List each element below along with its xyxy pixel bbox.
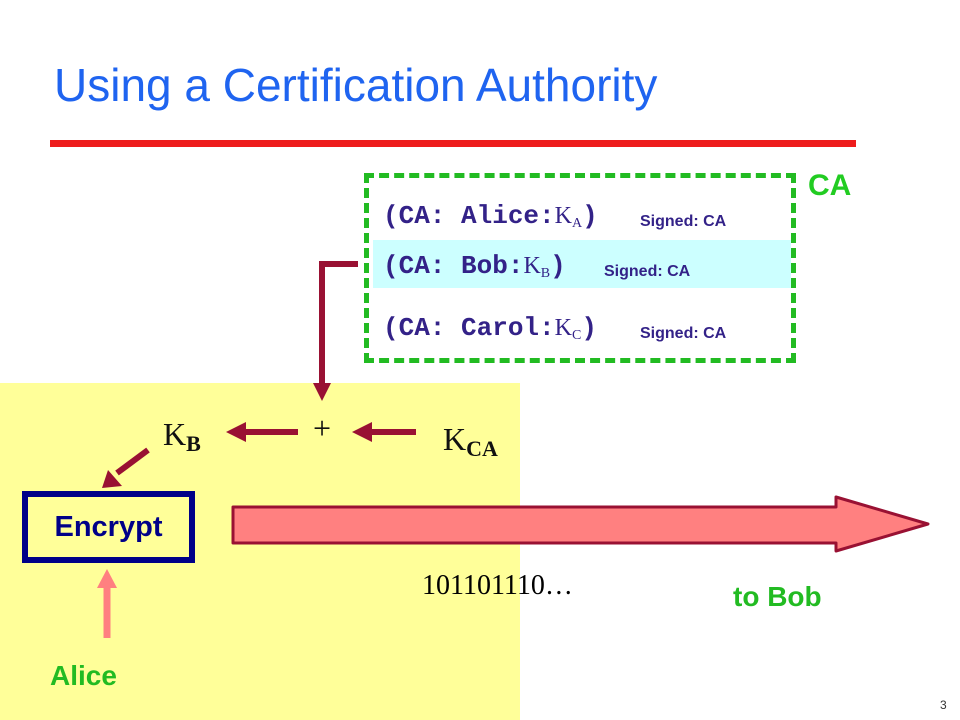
entry-suffix: )	[582, 201, 598, 231]
key-to-encrypt-arrowhead	[102, 470, 122, 488]
ca-entry-alice: (CA: Alice:KA)	[383, 203, 598, 231]
key-letter: K	[554, 203, 572, 229]
key-to-encrypt-shaft	[115, 447, 150, 476]
lookup-connector	[319, 261, 358, 385]
to-bob-label: to Bob	[733, 581, 822, 612]
entry-prefix: (CA: Bob:	[383, 251, 524, 281]
kb-letter: K	[163, 416, 187, 452]
plus-sign: +	[313, 410, 332, 446]
encrypt-label: Encrypt	[54, 510, 163, 543]
entry-prefix: (CA: Alice:	[383, 201, 555, 231]
lookup-arrowhead	[313, 383, 331, 401]
entry-suffix: )	[581, 313, 597, 343]
entry-key: KC	[554, 315, 582, 343]
ca-public-key: KCA	[443, 423, 498, 460]
alice-side-panel	[0, 383, 520, 720]
entry-prefix: (CA: Carol:	[383, 313, 555, 343]
kca-subscript: CA	[466, 436, 498, 461]
ciphertext-bits: 101101110…	[422, 570, 573, 601]
kca-letter: K	[443, 421, 467, 457]
ca-directory-box	[364, 173, 796, 363]
transmission-arrow	[231, 495, 930, 553]
kb-subscript: B	[186, 431, 201, 456]
title-underline	[50, 140, 856, 147]
alice-arrowhead	[97, 569, 117, 588]
ca-entry-bob: (CA: Bob:KB)	[383, 253, 566, 281]
alice-label: Alice	[50, 660, 117, 691]
entry-key: KB	[523, 253, 551, 281]
key-letter: K	[554, 315, 572, 341]
key-subscript: B	[540, 266, 551, 281]
entry-suffix: )	[550, 251, 566, 281]
page-number: 3	[940, 698, 947, 712]
entry-key: KA	[554, 203, 583, 231]
kca-arrowhead	[352, 422, 372, 442]
ca-entry-carol: (CA: Carol:KC)	[383, 315, 597, 343]
kb-arrowhead	[226, 422, 246, 442]
slide-title: Using a Certification Authority	[54, 59, 658, 111]
ca-label: CA	[808, 169, 852, 202]
key-letter: K	[523, 253, 541, 279]
bob-public-key: KB	[163, 418, 201, 455]
signed-label-carol: Signed: CA	[640, 325, 727, 342]
encrypt-box: Encrypt	[22, 491, 195, 563]
key-subscript: A	[571, 216, 583, 231]
signed-label-alice: Signed: CA	[640, 213, 727, 230]
key-subscript: C	[571, 328, 582, 343]
bob-entry-highlight	[373, 240, 791, 288]
signed-label-bob: Signed: CA	[604, 263, 691, 280]
